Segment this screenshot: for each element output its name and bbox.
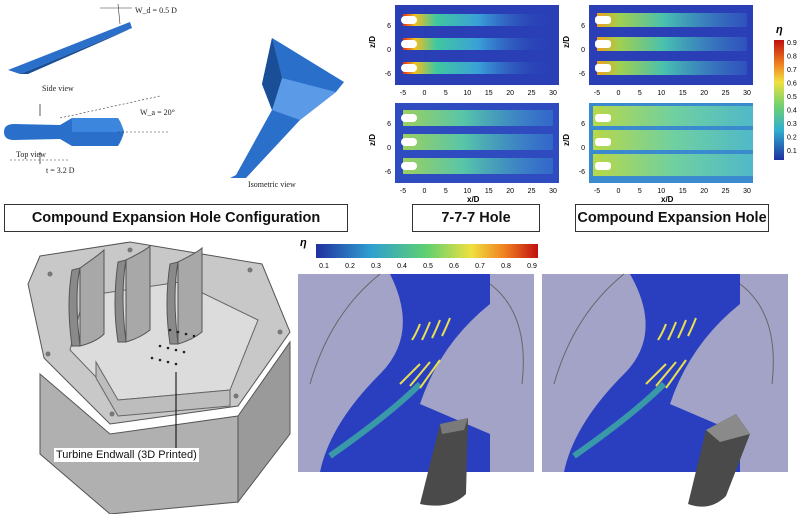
top-colorbar-ticks: 0.9 0.8 0.7 0.6 0.5 0.4 0.3 0.2 0.1 xyxy=(787,40,797,155)
passage-effectiveness: η 0.1 0.2 0.3 0.4 0.5 0.6 0.7 0.8 0.9 xyxy=(298,237,788,507)
x-axis-title-right: x/D xyxy=(661,195,674,204)
y-tick-label: 6 xyxy=(387,121,391,128)
x-tick-label: -5 xyxy=(400,90,406,97)
x-tick-label: 15 xyxy=(679,188,687,195)
x-tick-label: 0 xyxy=(616,90,620,97)
bottom-colorbar-ticks: 0.1 0.2 0.3 0.4 0.5 0.6 0.7 0.8 0.9 xyxy=(319,263,537,270)
passage-777 xyxy=(298,273,534,506)
turbine-endwall-rig xyxy=(27,241,291,514)
x-tick-label: 25 xyxy=(528,188,536,195)
colorbar-tick-label: 0.8 xyxy=(787,54,797,61)
isometric-view-caption: Isometric view xyxy=(248,180,296,189)
hbar-tick-label: 0.8 xyxy=(501,263,511,270)
contour-tick-labels: -5 0 5 10 15 20 25 30 6 0 -6 -5 0 5 10 15 20 25 30 6 0 -6 -5 0 5… xyxy=(385,23,751,195)
x-tick-label: 25 xyxy=(722,188,730,195)
x-tick-label: -5 xyxy=(594,90,600,97)
y-tick-label: -6 xyxy=(579,71,585,78)
hbar-tick-label: 0.5 xyxy=(423,263,433,270)
hbar-tick-label: 0.4 xyxy=(397,263,407,270)
colorbar-tick-label: 0.3 xyxy=(787,121,797,128)
x-tick-label: 20 xyxy=(506,90,514,97)
colorbar-tick-label: 0.4 xyxy=(787,108,797,115)
x-tick-label: 15 xyxy=(679,90,687,97)
x-tick-label: 5 xyxy=(638,188,642,195)
z-axis-title-top-right: z/D xyxy=(562,36,571,48)
wa-annotation: W_a = 20° xyxy=(140,108,175,117)
x-tick-label: 10 xyxy=(463,90,471,97)
x-tick-label: 30 xyxy=(549,188,557,195)
x-tick-label: 10 xyxy=(657,90,665,97)
colorbar-tick-label: 0.6 xyxy=(787,81,797,88)
hole-geometry-drawing xyxy=(4,3,344,178)
contour-compound-case1 xyxy=(589,5,753,85)
y-tick-label: -6 xyxy=(385,71,391,78)
x-tick-label: 0 xyxy=(422,90,426,97)
x-tick-label: 30 xyxy=(549,90,557,97)
x-tick-label: 25 xyxy=(722,90,730,97)
side-view-shape xyxy=(8,22,132,74)
contour-compound-case2 xyxy=(589,103,753,183)
y-tick-label: 6 xyxy=(581,121,585,128)
z-axis-title-left: z/D z/D z/D z/D xyxy=(368,36,571,146)
effectiveness-contours: z/D z/D z/D z/D x/D x/D -5 0 5 10 15 20 25 30 6 0… xyxy=(368,5,797,204)
passage-compound xyxy=(542,273,788,507)
x-tick-label: 0 xyxy=(616,188,620,195)
hole-configuration-figure: W_d = 0.5 D Side view W_a = 20° Top view… xyxy=(0,0,355,200)
t-annotation: t = 3.2 D xyxy=(46,166,75,175)
y-tick-label: -6 xyxy=(385,169,391,176)
label-777-hole: 7-7-7 Hole xyxy=(412,204,540,232)
colorbar-tick-label: 0.7 xyxy=(787,67,797,74)
contour-777-case1 xyxy=(395,5,559,85)
hbar-tick-label: 0.3 xyxy=(371,263,381,270)
hbar-tick-label: 0.7 xyxy=(475,263,485,270)
contour-777-case2 xyxy=(395,103,559,183)
wd-annotation: W_d = 0.5 D xyxy=(135,6,177,15)
x-tick-label: 10 xyxy=(463,188,471,195)
y-tick-label: 0 xyxy=(581,47,585,54)
y-tick-label: 6 xyxy=(581,23,585,30)
x-tick-label: -5 xyxy=(594,188,600,195)
top-colorbar xyxy=(774,40,784,160)
x-tick-label: 0 xyxy=(422,188,426,195)
y-tick-label: 6 xyxy=(387,23,391,30)
z-axis-title-top-left: z/D xyxy=(368,36,377,48)
x-tick-label: 25 xyxy=(528,90,536,97)
bottom-colorbar-title: η xyxy=(300,237,307,249)
x-tick-label: 20 xyxy=(700,188,708,195)
x-tick-label: 15 xyxy=(485,188,493,195)
y-tick-label: 0 xyxy=(387,47,391,54)
label-compound-hole: Compound Expansion Hole xyxy=(575,204,769,232)
x-tick-label: 5 xyxy=(444,90,448,97)
x-tick-label: 30 xyxy=(743,90,751,97)
side-view-caption: Side view xyxy=(42,84,74,93)
colorbar-tick-label: 0.1 xyxy=(787,148,797,155)
hbar-tick-label: 0.9 xyxy=(527,263,537,270)
x-tick-label: 15 xyxy=(485,90,493,97)
z-axis-title-bottom-right: z/D xyxy=(562,134,571,146)
hbar-tick-label: 0.2 xyxy=(345,263,355,270)
y-tick-label: -6 xyxy=(579,169,585,176)
colorbar-tick-label: 0.9 xyxy=(787,40,797,47)
hbar-tick-label: 0.6 xyxy=(449,263,459,270)
top-view-caption: Top view xyxy=(16,150,46,159)
hbar-tick-label: 0.1 xyxy=(319,263,329,270)
colorbar-tick-label: 0.2 xyxy=(787,135,797,142)
x-tick-label: 20 xyxy=(506,188,514,195)
x-tick-label: 5 xyxy=(638,90,642,97)
x-tick-label: 10 xyxy=(657,188,665,195)
y-tick-label: 0 xyxy=(581,145,585,152)
top-colorbar-title: η xyxy=(776,24,783,36)
endwall-label: Turbine Endwall (3D Printed) xyxy=(54,448,199,462)
z-axis-title-bottom-left: z/D xyxy=(368,134,377,146)
x-tick-label: -5 xyxy=(400,188,406,195)
colorbar-tick-label: 0.5 xyxy=(787,94,797,101)
x-tick-label: 30 xyxy=(743,188,751,195)
x-axis-title-left: x/D xyxy=(467,195,480,204)
y-tick-label: 0 xyxy=(387,145,391,152)
bottom-colorbar xyxy=(316,244,538,258)
x-tick-label: 20 xyxy=(700,90,708,97)
label-compound-configuration: Compound Expansion Hole Configuration xyxy=(4,204,348,232)
x-tick-label: 5 xyxy=(444,188,448,195)
